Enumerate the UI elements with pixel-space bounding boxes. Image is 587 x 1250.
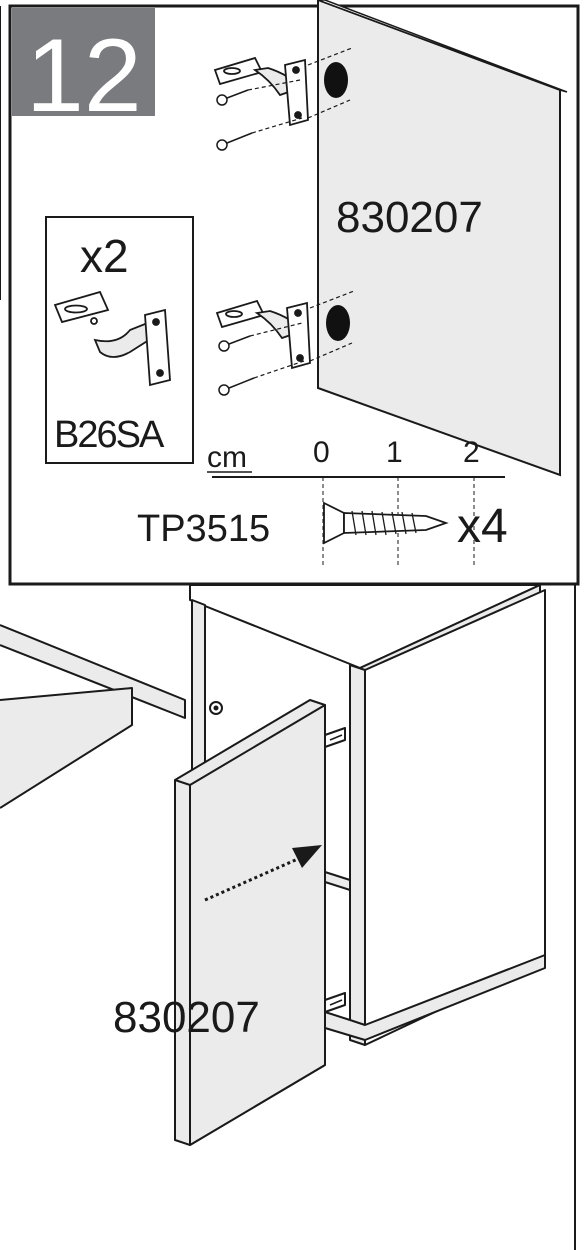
ruler-tick-0: 0 <box>313 436 330 469</box>
ruler-tick-2: 2 <box>463 436 480 469</box>
ruler-unit: cm <box>207 441 247 474</box>
screw-upper-1 <box>216 79 301 106</box>
inset-panel-edge <box>317 0 568 93</box>
door-code-label: 830207 <box>113 993 260 1042</box>
cabinet-shelf <box>324 871 351 891</box>
hinge-lower <box>215 290 355 370</box>
cabinet-scene <box>0 584 576 1250</box>
ruler: cm 0 1 2 <box>207 436 505 568</box>
hinge-hole-lower <box>326 305 350 341</box>
hinge-code: B26SA <box>54 414 165 456</box>
step-inset: 12 830207 <box>0 0 580 586</box>
cabinet-right-side <box>349 664 366 1046</box>
inset-panel-code: 830207 <box>336 193 483 242</box>
desk-side-left <box>0 687 133 809</box>
screw-quantity: x4 <box>457 500 508 553</box>
hinge-plate-lower <box>324 992 346 1013</box>
step-badge <box>12 8 155 116</box>
hinge-hole-upper <box>324 62 348 98</box>
screw-upper-2 <box>216 117 303 151</box>
screw-lower-2 <box>218 360 305 396</box>
hinge-part-icon <box>53 290 171 387</box>
screw-icon <box>323 501 449 545</box>
desk-top-left <box>0 624 186 719</box>
hinge-plate-upper <box>324 727 346 748</box>
step-number: 12 <box>26 18 142 134</box>
hinge-upper <box>213 47 353 127</box>
hinge-quantity: x2 <box>80 230 129 282</box>
attach-direction-arrow <box>204 856 301 902</box>
door-panel-face <box>189 704 326 1146</box>
cabinet-bottom <box>324 954 546 1041</box>
screw-lower-1 <box>218 322 303 352</box>
screw-code: TP3515 <box>137 508 270 550</box>
arrow-head <box>292 845 322 868</box>
ruler-tick-1: 1 <box>386 436 403 469</box>
